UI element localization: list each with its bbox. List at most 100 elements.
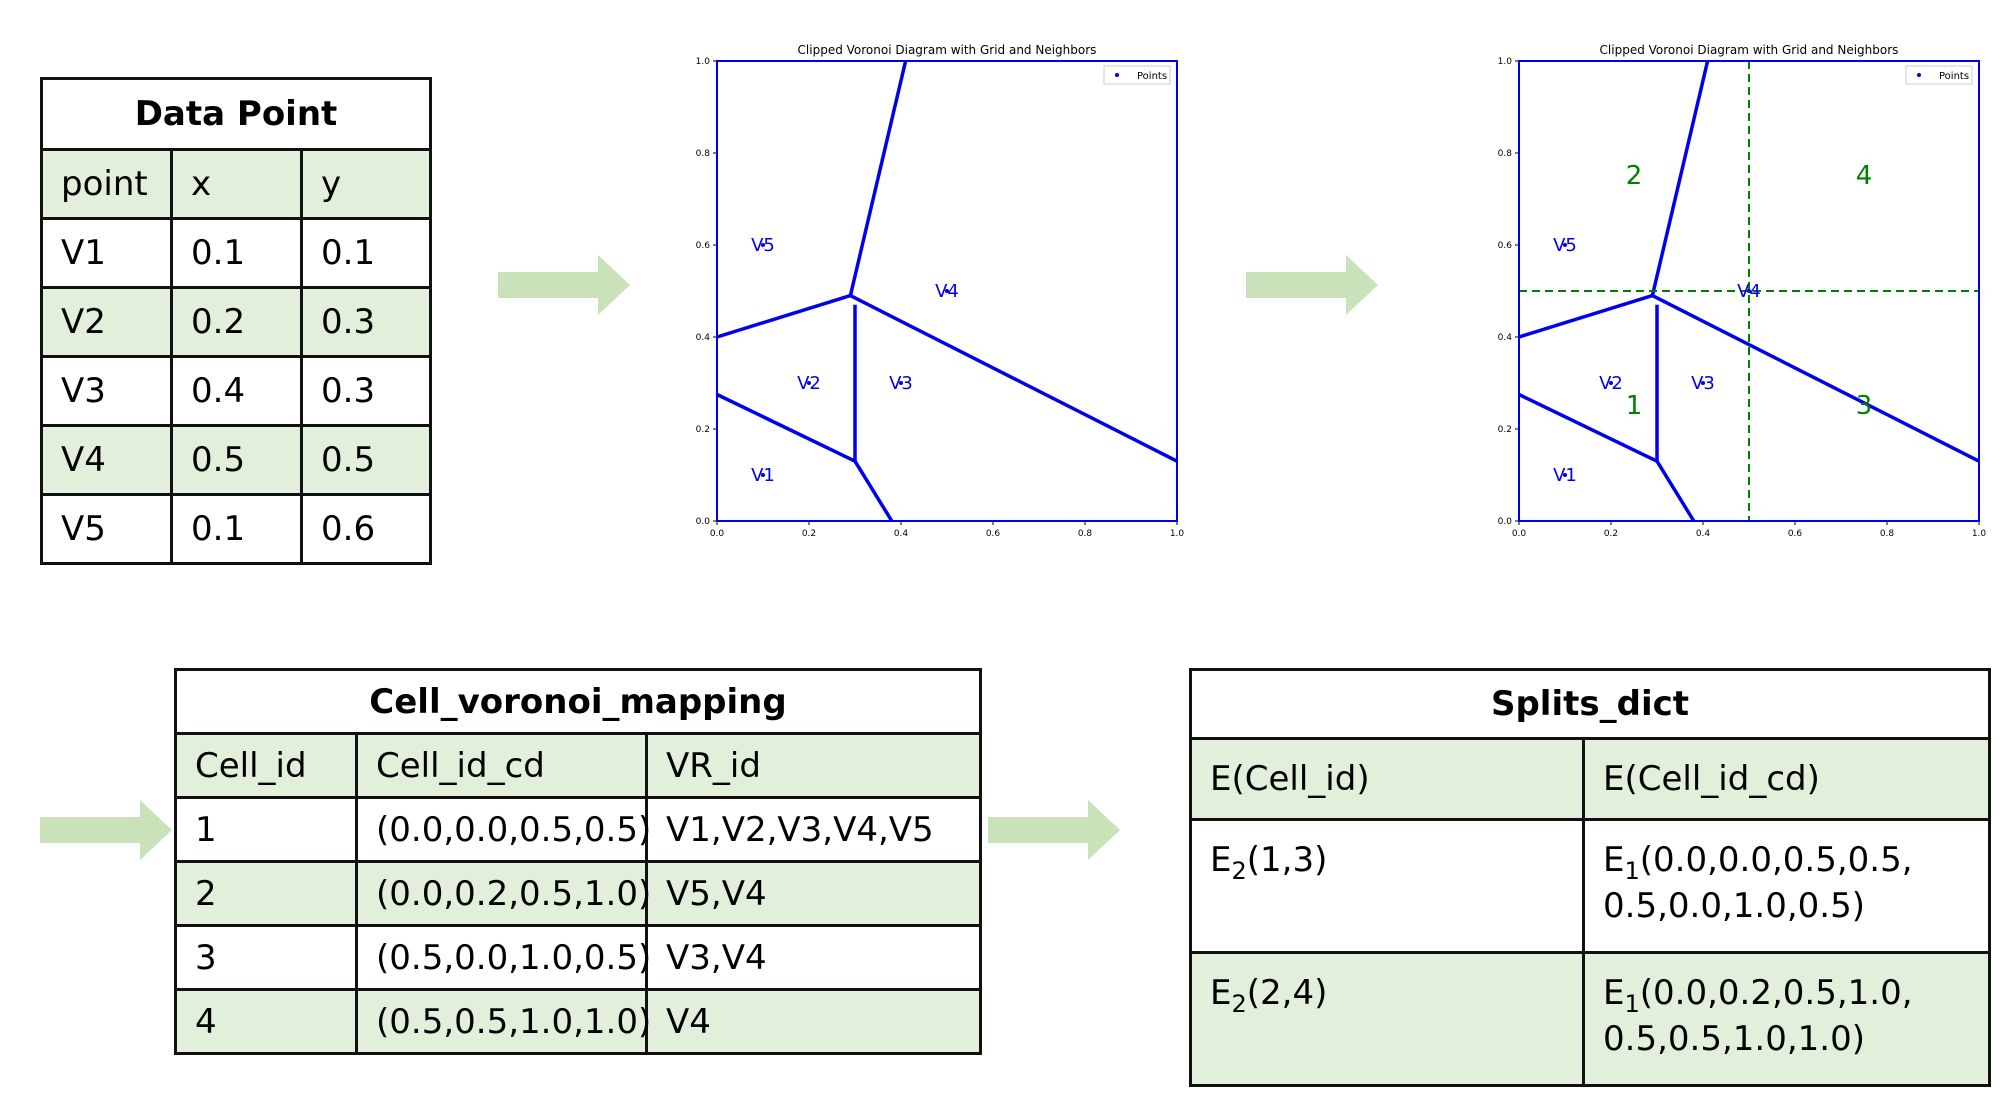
cell-number-label: 3 [1856,391,1873,421]
y-tick-label: 1.0 [1498,57,1513,67]
table-row: V5 0.1 0.6 [40,493,432,565]
cell-id-cd: (0.0,0.0,0.5,0.5) [355,796,651,863]
data-point-marker [1747,289,1751,293]
x-tick-label: 1.0 [1972,529,1987,539]
legend-marker [1917,73,1921,77]
data-point-marker [761,473,765,477]
data-point-table: Data Point point x y V1 0.1 0.1 V2 0.2 0… [40,77,432,565]
data-point-marker [1701,381,1705,385]
voronoi-edges [716,60,1178,522]
cell-point: V2 [40,286,173,358]
cell-x: 0.1 [170,493,303,565]
cell-y: 0.3 [300,286,432,358]
plot-frame [716,60,1178,522]
header-cell-id: Cell_id [174,732,358,799]
voronoi-edge [716,293,851,339]
cell-x: 0.2 [170,286,303,358]
arrow-right-icon [40,800,172,860]
table-row: 4 (0.5,0.5,1.0,1.0) V4 [174,988,983,1055]
x-tick-label: 0.0 [710,529,725,539]
cell-x: 0.1 [170,217,303,289]
vr-id: V4 [644,988,983,1055]
voronoi-edge [848,60,908,297]
region-label: V3 [889,373,913,394]
x-tick-label: 0.6 [1788,529,1803,539]
cell-mapping-title: Cell_voronoi_mapping [173,668,983,735]
plot-title: Clipped Voronoi Diagram with Grid and Ne… [1600,43,1899,57]
header-e-cell-id: E(Cell_id) [1189,737,1585,821]
cell-id: 3 [174,924,358,991]
x-tick-label: 0.4 [1696,529,1711,539]
data-point-marker [1609,381,1613,385]
y-tick-label: 0.0 [696,517,711,527]
x-tick-label: 1.0 [1170,529,1185,539]
cell-id: 4 [174,988,358,1055]
e-cell-id-cd: E1(0.0,0.2,0.5,1.0,0.5,0.5,1.0,1.0) [1582,951,1991,1087]
voronoi-edge [1655,460,1696,522]
header-e-cell-id-cd: E(Cell_id_cd) [1582,737,1991,821]
plot-frame [1518,60,1980,522]
legend-box [1905,65,1973,85]
table-row: V4 0.5 0.5 [40,424,432,496]
header-point: point [40,148,173,220]
voronoi-edge [1650,60,1710,297]
table-row: 2 (0.0,0.2,0.5,1.0) V5,V4 [174,860,983,927]
cell-number-label: 1 [1626,391,1643,421]
table-row: E2(2,4) E1(0.0,0.2,0.5,1.0,0.5,0.5,1.0,1… [1189,951,1991,1087]
region-label: V1 [1553,465,1577,486]
y-tick-label: 0.4 [1498,333,1513,343]
cell-x: 0.5 [170,424,303,496]
vr-id: V1,V2,V3,V4,V5 [644,796,983,863]
legend-marker [1115,73,1119,77]
voronoi-edge [849,294,1178,463]
table-row: E2(1,3) E1(0.0,0.0,0.5,0.5,0.5,0.0,1.0,0… [1189,818,1991,954]
cell-x: 0.4 [170,355,303,427]
splits-dict-title: Splits_dict [1189,668,1991,740]
table-row: 3 (0.5,0.0,1.0,0.5) V3,V4 [174,924,983,991]
cell-id-cd: (0.5,0.0,1.0,0.5) [355,924,651,991]
voronoi-edge [716,392,856,463]
cell-y: 0.5 [300,424,432,496]
header-y: y [300,148,432,220]
voronoi-edge [1518,293,1653,339]
table-header-row: E(Cell_id) E(Cell_id_cd) [1189,737,1991,821]
x-tick-label: 0.0 [1512,529,1527,539]
arrow-right-icon [498,255,630,315]
voronoi-edge [853,460,894,522]
data-point-marker [945,289,949,293]
region-label: V5 [1553,235,1577,256]
cell-id: 1 [174,796,358,863]
table-row: V2 0.2 0.3 [40,286,432,358]
voronoi-edge [1651,294,1980,463]
e-cell-id: E2(1,3) [1189,818,1585,954]
table-header-row: point x y [40,148,432,220]
arrow-right-icon [988,800,1120,860]
header-x: x [170,148,303,220]
x-tick-label: 0.4 [894,529,909,539]
vr-id: V3,V4 [644,924,983,991]
cell-point: V4 [40,424,173,496]
y-tick-label: 0.4 [696,333,711,343]
arrow-right-icon [1246,255,1378,315]
data-point-marker [761,243,765,247]
vr-id: V5,V4 [644,860,983,927]
header-vr-id: VR_id [644,732,983,799]
x-tick-label: 0.2 [1604,529,1618,539]
voronoi-edge [1518,392,1658,463]
table-row: V3 0.4 0.3 [40,355,432,427]
y-tick-label: 0.8 [1498,149,1513,159]
data-point-title: Data Point [40,77,432,151]
voronoi-plot-right: Clipped Voronoi Diagram with Grid and Ne… [1498,43,1987,539]
table-row: 1 (0.0,0.0,0.5,0.5) V1,V2,V3,V4,V5 [174,796,983,863]
cell-y: 0.3 [300,355,432,427]
data-point-marker [899,381,903,385]
header-cell-id-cd: Cell_id_cd [355,732,648,799]
region-label: V2 [1599,373,1623,394]
cell-voronoi-mapping-table: Cell_voronoi_mapping Cell_id Cell_id_cd … [173,668,983,1055]
region-label: V1 [751,465,775,486]
x-tick-label: 0.2 [802,529,816,539]
y-tick-label: 0.6 [1498,241,1513,251]
x-tick-label: 0.8 [1880,529,1895,539]
